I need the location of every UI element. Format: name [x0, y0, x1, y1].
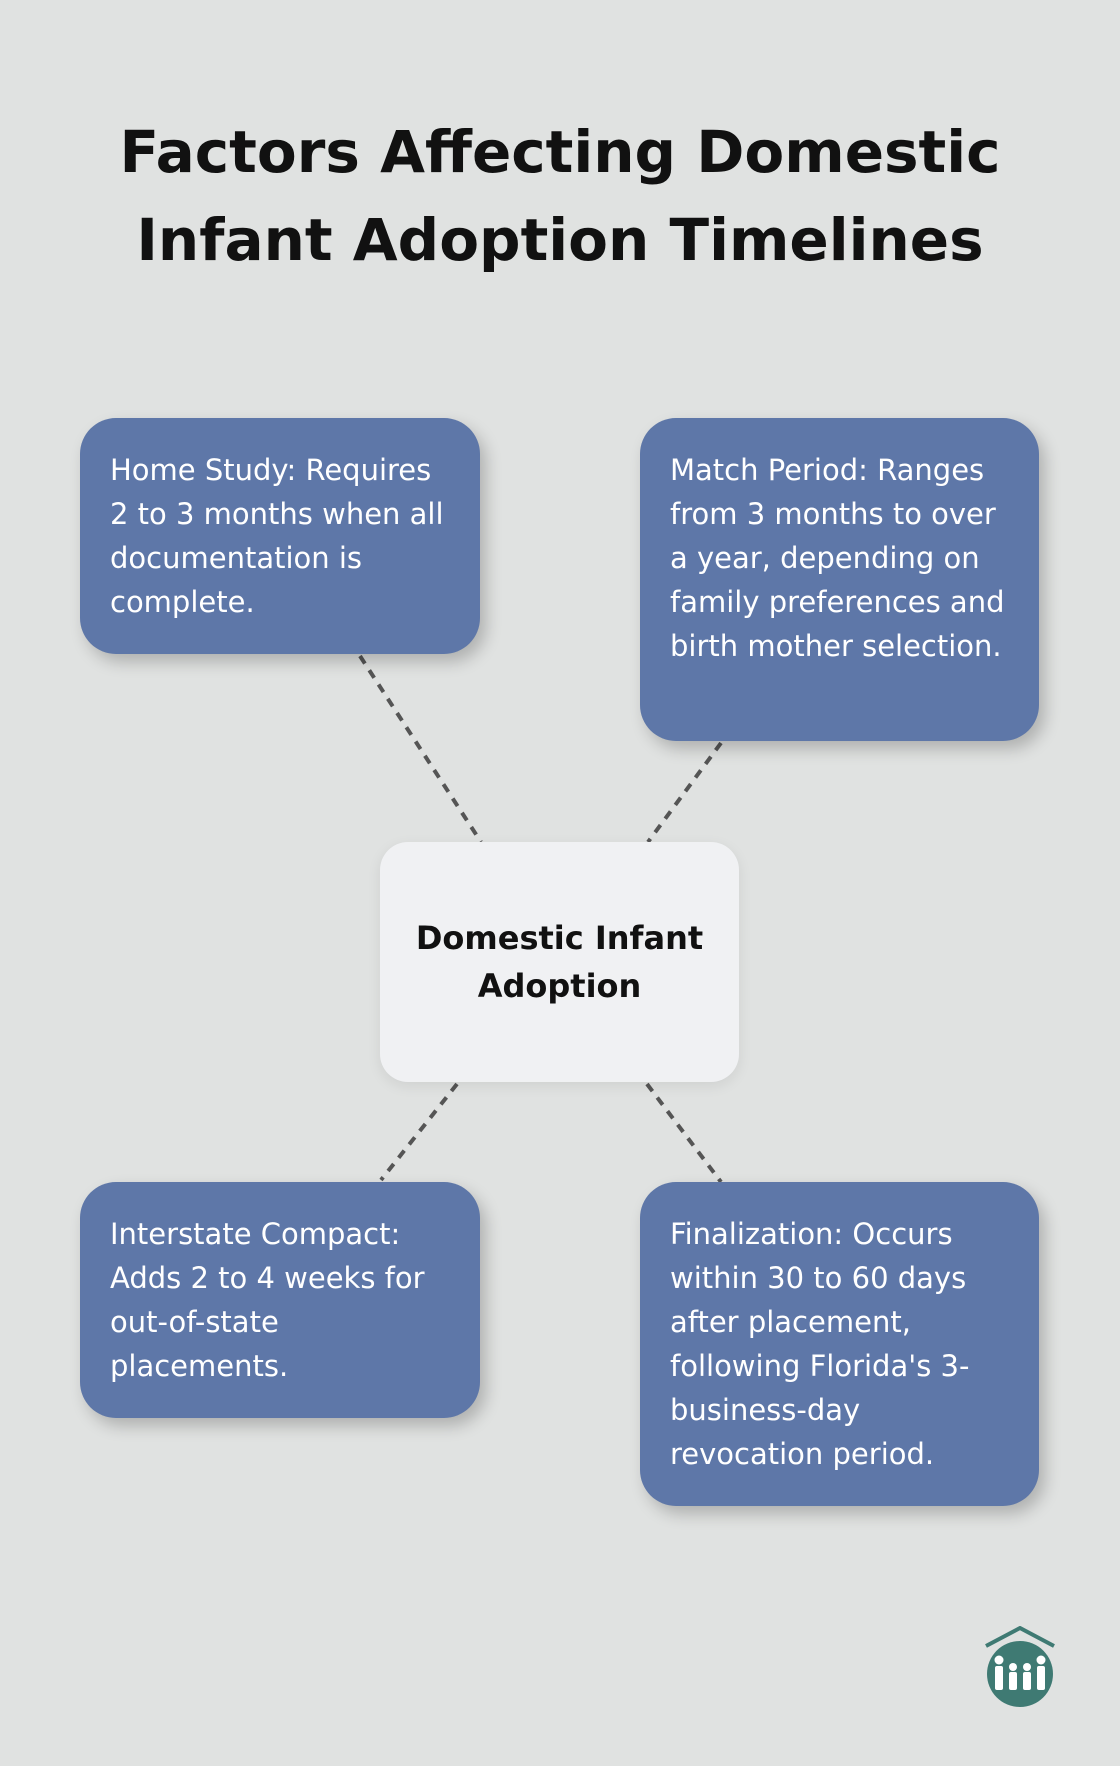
connector-finalization [645, 1082, 723, 1184]
factor-text: Home Study: Requires 2 to 3 months when … [110, 453, 444, 619]
family-house-icon [985, 1626, 1055, 1707]
title-line-2: Infant Adoption Timelines [136, 206, 984, 274]
title-line-1: Factors Affecting Domestic [119, 118, 1001, 186]
connector-interstate [379, 1082, 459, 1182]
factor-text: Match Period: Ranges from 3 months to ov… [670, 453, 1005, 663]
factor-interstate-compact: Interstate Compact: Adds 2 to 4 weeks fo… [80, 1182, 480, 1418]
central-node: Domestic Infant Adoption [380, 842, 739, 1082]
connector-match-period [646, 741, 723, 844]
factor-home-study: Home Study: Requires 2 to 3 months when … [80, 418, 480, 654]
factor-text: Finalization: Occurs within 30 to 60 day… [670, 1217, 970, 1471]
page-title: Factors Affecting Domestic Infant Adopti… [0, 108, 1120, 284]
central-node-label: Domestic Infant Adoption [415, 919, 704, 1005]
factor-finalization: Finalization: Occurs within 30 to 60 day… [640, 1182, 1039, 1506]
factor-text: Interstate Compact: Adds 2 to 4 weeks fo… [110, 1217, 425, 1383]
factor-match-period: Match Period: Ranges from 3 months to ov… [640, 418, 1039, 741]
connector-home-study [358, 654, 483, 844]
